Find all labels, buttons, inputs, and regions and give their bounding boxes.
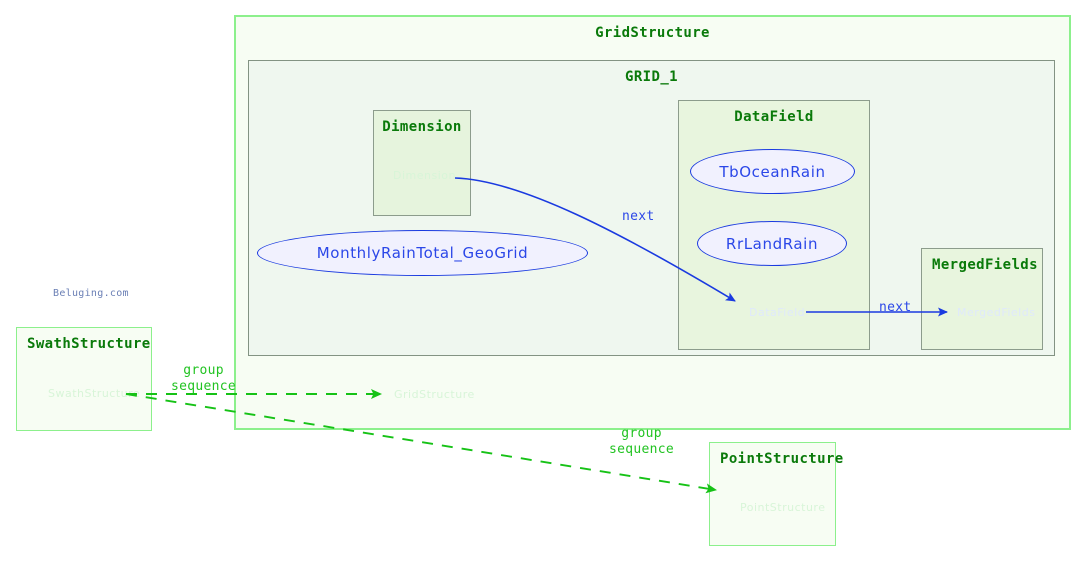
node-tbocean-rain[interactable]: TbOceanRain [690, 149, 855, 194]
container-title-point-structure: PointStructure [720, 451, 844, 467]
edge-label-group-sequence-1: group sequence [171, 363, 236, 395]
ghost-label-merged-fields: MergedFields [957, 306, 1036, 319]
container-dimension[interactable]: Dimension [373, 110, 471, 216]
node-monthly-rain-total-geogrid[interactable]: MonthlyRainTotal_GeoGrid [257, 230, 588, 276]
ghost-label-swath-structure: SwathStructure [48, 387, 141, 400]
edge-label-line-group: group [621, 426, 662, 441]
edge-label-next-1: next [622, 209, 655, 224]
watermark: Beluging.com [53, 288, 129, 299]
container-merged-fields[interactable]: MergedFields [921, 248, 1043, 350]
ghost-label-grid-structure: GridStructure [394, 388, 475, 401]
container-swath-structure[interactable]: SwathStructure [16, 327, 152, 431]
container-title-swath-structure: SwathStructure [27, 336, 151, 352]
container-title-data-field: DataField [734, 109, 814, 125]
edge-label-line-sequence: sequence [171, 379, 237, 394]
ghost-label-point-structure: PointStructure [740, 501, 826, 514]
edge-label-line-sequence: sequence [609, 442, 675, 457]
container-title-merged-fields: MergedFields [932, 257, 1038, 273]
ghost-label-dimension: Dimension [393, 169, 456, 182]
container-point-structure[interactable]: PointStructure [709, 442, 843, 546]
edge-label-line-group: group [183, 363, 224, 378]
node-rrland-rain[interactable]: RrLandRain [697, 221, 847, 266]
container-title-grid-1: GRID_1 [625, 69, 678, 85]
ghost-label-data-field: DataField [749, 306, 806, 319]
edge-label-group-sequence-2: group sequence [609, 426, 674, 458]
container-title-dimension: Dimension [382, 119, 462, 135]
edge-label-next-2: next [879, 300, 912, 315]
container-title-grid-structure: GridStructure [595, 25, 710, 41]
